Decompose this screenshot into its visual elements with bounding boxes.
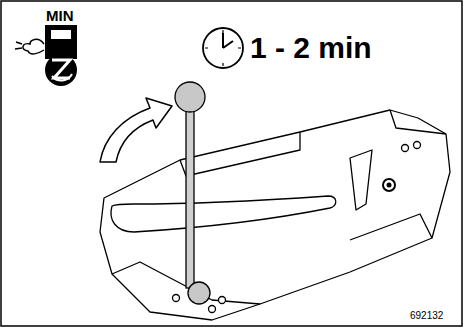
idle-icon	[15, 26, 76, 85]
idle-label: MIN	[46, 8, 74, 23]
clock-icon	[203, 28, 243, 68]
throttle-lever	[175, 82, 210, 304]
figure-number: 692132	[410, 311, 443, 321]
control-housing	[100, 110, 450, 320]
duration-label: 1 - 2 min	[250, 33, 372, 63]
move-arrow	[100, 98, 172, 162]
